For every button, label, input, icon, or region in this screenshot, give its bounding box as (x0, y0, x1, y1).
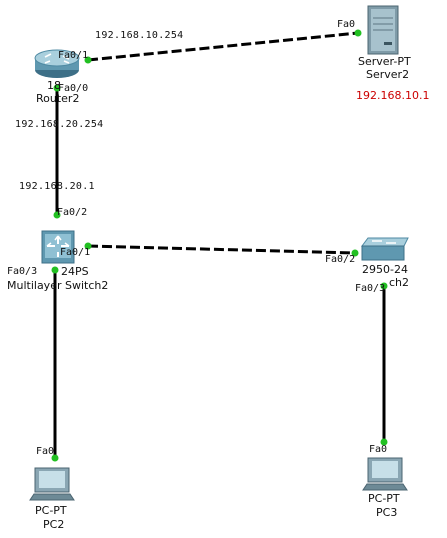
switch-name-label: ch2 (389, 276, 410, 289)
pc2-model-label: PC-PT (35, 504, 67, 517)
switch-model-label: 2950-24 (362, 263, 408, 276)
router-model-label: 18 (47, 79, 61, 92)
pc2-icon[interactable] (29, 467, 75, 501)
port-label-pc3-fa0: Fa0 (369, 444, 388, 455)
port-dot-mls-fa02 (53, 211, 61, 219)
port-label-pc2-fa0: Fa0 (36, 446, 55, 457)
pc3-name-label: PC3 (376, 506, 398, 519)
port-label-server-fa0: Fa0 (337, 19, 356, 30)
ip-mls-fa02: 192.168.20.1 (19, 181, 95, 192)
port-label-mls-fa01: Fa0/1 (60, 247, 91, 258)
switch-icon[interactable] (361, 237, 409, 261)
mls-name-label: Multilayer Switch2 (7, 279, 109, 292)
router-name-label: Router2 (36, 92, 80, 105)
pc2-name-label: PC2 (43, 518, 65, 531)
port-label-switch-fa02: Fa0/2 (325, 254, 356, 265)
port-dot-mls-fa03 (51, 266, 59, 274)
port-label-router-fa00: Fa0/0 (58, 83, 89, 94)
multilayer-switch-icon[interactable] (41, 230, 75, 264)
port-dot-router-fa01 (84, 56, 92, 64)
port-dot-switch-fa02 (351, 249, 359, 257)
port-dot-router-fa00 (53, 84, 61, 92)
port-dot-mls-fa01 (84, 242, 92, 250)
server-model-label: Server-PT (358, 55, 411, 68)
server-icon[interactable] (367, 5, 399, 55)
port-label-switch-fa03: Fa0/3 (355, 283, 386, 294)
port-label-router-fa01: Fa0/1 (58, 50, 89, 61)
ip-router-fa00: 192.168.20.254 (15, 119, 104, 130)
link-router-server[interactable] (87, 31, 359, 62)
port-label-mls-fa02: Fa0/2 (57, 207, 88, 218)
port-dot-server-fa0 (354, 29, 362, 37)
mls-model-label: 24PS (61, 265, 89, 278)
server-name-label: Server2 (366, 68, 410, 81)
port-label-mls-fa03: Fa0/3 (7, 266, 38, 277)
router-icon[interactable] (34, 49, 80, 78)
pc3-icon[interactable] (362, 457, 408, 491)
link-mls-switch[interactable] (87, 244, 356, 255)
ip-link-router-server: 192.168.10.254 (95, 30, 184, 41)
port-dot-pc2-fa0 (51, 454, 59, 462)
server-ip-label: 192.168.10.1 (356, 89, 430, 102)
port-dot-pc3-fa0 (380, 438, 388, 446)
port-dot-switch-fa03 (380, 282, 388, 290)
pc3-model-label: PC-PT (368, 492, 400, 505)
